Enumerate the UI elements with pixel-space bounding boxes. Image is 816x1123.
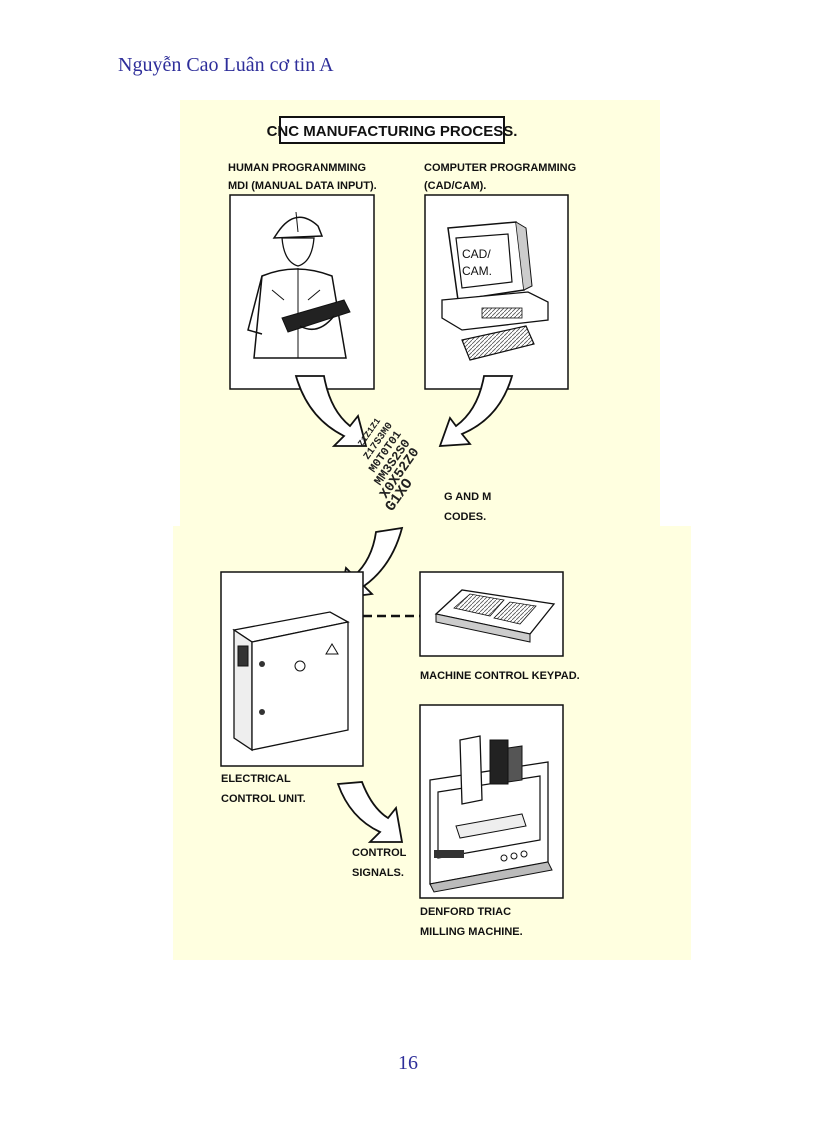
diagram-title: CNC MANUFACTURING PROCESS. [267, 116, 518, 144]
machine-label-line2: MILLING MACHINE. [420, 926, 523, 938]
computer-programming-label-line2: (CAD/CAM). [424, 180, 486, 192]
codes-label-line1: G AND M [444, 491, 491, 503]
arrow-computer-to-codes [438, 375, 514, 447]
control-signals-label-line2: SIGNALS. [352, 867, 404, 879]
arrow-human-to-codes [294, 375, 368, 447]
arrow-control-unit-to-machine [336, 781, 404, 843]
human-programming-label-line2: MDI (MANUAL DATA INPUT). [228, 180, 377, 192]
human-programmer-illustration [229, 194, 375, 390]
cad-screen-text-line1: CAD/ [462, 247, 491, 261]
keypad-label: MACHINE CONTROL KEYPAD. [420, 670, 580, 682]
milling-machine-illustration [419, 704, 564, 899]
computer-illustration: CAD/ CAM. [424, 194, 569, 390]
control-unit-illustration [220, 571, 364, 767]
page-header: Nguyễn Cao Luân cơ tin A [118, 54, 334, 76]
codes-label-line2: CODES. [444, 511, 486, 523]
control-signals-label-line1: CONTROL [352, 847, 407, 859]
control-unit-label-line2: CONTROL UNIT. [221, 793, 306, 805]
page-number: 16 [398, 1052, 418, 1074]
cad-screen-text-line2: CAM. [462, 264, 492, 278]
computer-programming-label-line1: COMPUTER PROGRAMMING [424, 162, 576, 174]
control-unit-label-line1: ELECTRICAL [221, 773, 291, 785]
human-programming-label-line1: HUMAN PROGRANMMING [228, 162, 366, 174]
keypad-illustration [419, 571, 564, 657]
diagram-title-text: CNC MANUFACTURING PROCESS. [267, 123, 518, 140]
machine-label-line1: DENFORD TRIAC [420, 906, 511, 918]
